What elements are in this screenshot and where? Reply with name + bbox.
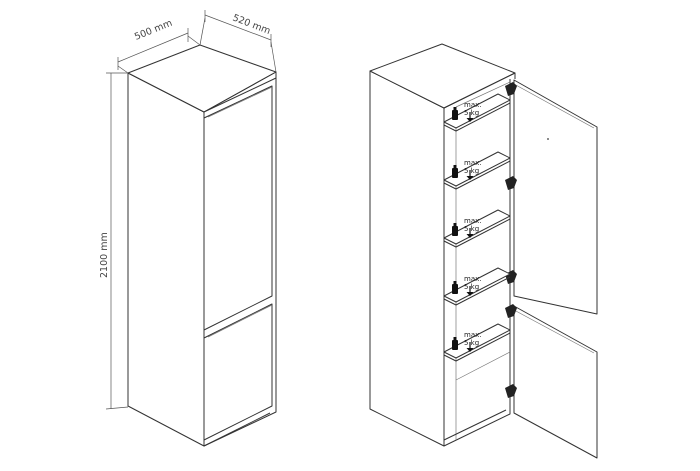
shelf: max.5 kg bbox=[443, 209, 511, 248]
arrow-down-icon bbox=[466, 286, 474, 296]
height-label: 2100 mm bbox=[99, 232, 110, 278]
shelf-load-kg-label: 5 kg bbox=[464, 339, 479, 347]
arrow-down-icon bbox=[466, 342, 474, 352]
arrow-down-icon bbox=[466, 228, 474, 238]
arrow-down-icon bbox=[466, 170, 474, 180]
shelf-load-max-label: max. bbox=[464, 159, 481, 167]
cabinet-side-panel bbox=[127, 72, 205, 447]
weight-icon bbox=[452, 165, 458, 178]
hinge-icon bbox=[505, 82, 517, 398]
shelf: max.5 kg bbox=[443, 323, 511, 362]
shelf-load-max-label: max. bbox=[464, 217, 481, 225]
upper-door bbox=[203, 85, 273, 331]
weight-icon bbox=[452, 337, 458, 350]
lower-door bbox=[203, 303, 273, 441]
height-dimension: 2100 mm bbox=[99, 72, 129, 410]
shelf-load-max-label: max. bbox=[464, 101, 481, 109]
weight-icon bbox=[452, 107, 458, 120]
open-upper-door bbox=[513, 79, 598, 315]
closed-cabinet bbox=[127, 44, 277, 447]
shelf-load-max-label: max. bbox=[464, 331, 481, 339]
shelf-load-kg-label: 5 kg bbox=[464, 167, 479, 175]
open-cabinet-side-panel bbox=[369, 70, 445, 447]
width-label: 500 mm bbox=[133, 18, 174, 43]
shelf-load-kg-label: 5 kg bbox=[464, 283, 479, 291]
shelf-load-max-label: max. bbox=[464, 275, 481, 283]
arrow-down-icon bbox=[466, 112, 474, 122]
depth-label: 520 mm bbox=[231, 13, 272, 37]
weight-icon bbox=[452, 281, 458, 294]
shelf-load-kg-label: 5 kg bbox=[464, 225, 479, 233]
weight-icon bbox=[452, 223, 458, 236]
shelf: max.5 kg bbox=[443, 267, 511, 306]
open-lower-door bbox=[513, 305, 598, 459]
shelf: max.5 kg bbox=[443, 151, 511, 190]
shelf: max.5 kg bbox=[443, 93, 511, 132]
shelf-load-kg-label: 5 kg bbox=[464, 109, 479, 117]
